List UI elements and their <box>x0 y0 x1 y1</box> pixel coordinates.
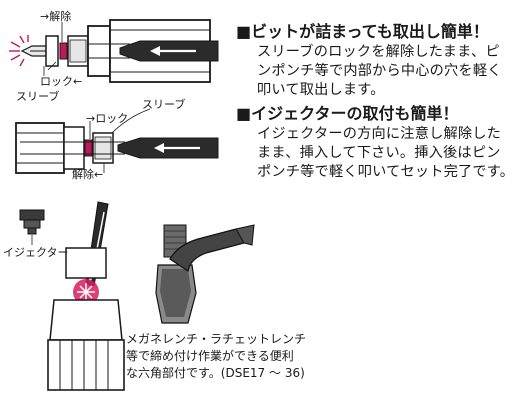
diagram-wrench-hex <box>148 215 258 335</box>
diagram-ejector-tapping: イジェクター <box>0 190 140 415</box>
lock-ring <box>59 42 68 60</box>
caption-line: メガネレンチ・ラチェットレンチ <box>126 332 307 346</box>
caption-line: な六角部付です。(DSE17 〜 36) <box>126 366 305 380</box>
release-label: →解除 <box>40 10 72 23</box>
lock-ring <box>84 139 93 157</box>
diagram-stuck-bit-drawing <box>9 19 219 83</box>
section2-line: イジェクターの方向に注意し解除した <box>257 126 502 142</box>
sleeve-label: スリーブ <box>142 98 186 111</box>
impact-burst-icon <box>9 35 29 67</box>
hex-caption: メガネレンチ・ラチェットレンチ 等で締め付け作業ができる便利 な六角部付です。(… <box>126 331 306 382</box>
arrow-left-icon <box>154 143 164 153</box>
socket-body <box>47 339 125 391</box>
diagram-wrench-hex-drawing <box>155 224 255 324</box>
release-label: 解除← <box>72 168 104 181</box>
socket-body <box>15 122 65 174</box>
sleeve-label: スリーブ <box>16 90 60 103</box>
ejector-icon <box>19 209 45 235</box>
section2-body: イジェクターの方向に注意し解除した まま、挿入して下さい。挿入後はピン ポンチ等… <box>257 125 514 182</box>
arrow-left-icon <box>150 46 160 56</box>
section1-line: スリーブのロックを解除したまま、ピ <box>257 44 500 60</box>
section1-heading: ■ビットが詰まっても取出し簡単！ <box>236 22 489 41</box>
section2-heading: ■イジェクターの取付も簡単！ <box>236 104 459 123</box>
diagram-ejector-tapping-drawing <box>19 201 125 391</box>
section2-line: ポンチ等で軽く叩いてセット完了です。 <box>257 164 515 180</box>
diagram-stuck-bit: →解除 ロック← スリーブ <box>0 0 230 105</box>
diagram-ejector-insert-drawing <box>15 108 219 174</box>
section1-line: ンポンチ等で内部から中心の穴を軽く <box>257 63 502 79</box>
lock-label: ロック← <box>40 75 83 88</box>
diagram-ejector-insert: →ロック スリーブ 解除← <box>0 95 230 185</box>
ejector-label: イジェクター <box>3 246 69 259</box>
section1-body: スリーブのロックを解除したまま、ピ ンポンチ等で内部から中心の穴を軽く 叩いて取… <box>257 43 502 100</box>
section1-line: 叩いて取出します。 <box>257 82 385 98</box>
section2-line: まま、挿入して下さい。挿入後はピン <box>257 145 501 161</box>
lock-label: →ロック <box>86 112 129 125</box>
caption-line: 等で締め付け作業ができる便利 <box>126 349 294 363</box>
impact-burst-icon <box>73 279 99 305</box>
socket-body <box>87 25 111 77</box>
